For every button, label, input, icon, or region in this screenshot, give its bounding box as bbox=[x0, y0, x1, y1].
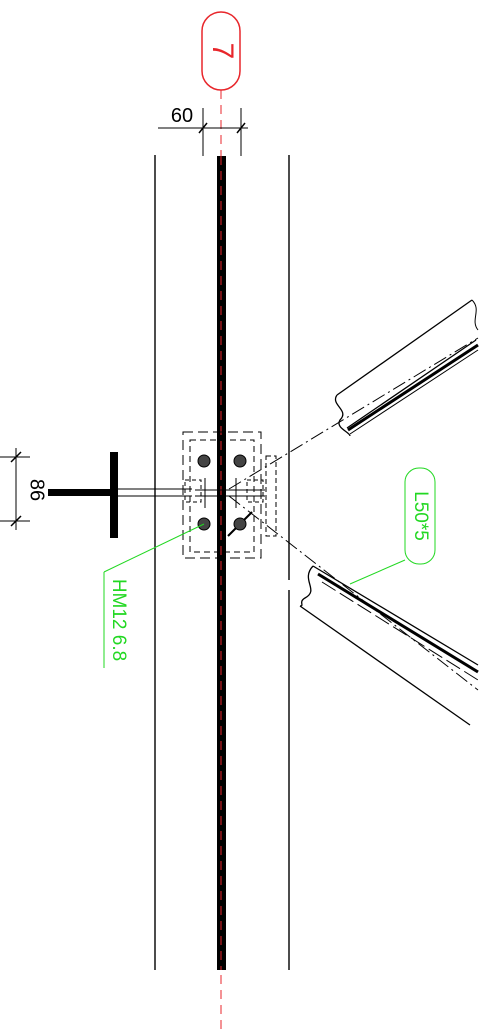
upper-brace-angle bbox=[334, 299, 479, 437]
brace-centerlines bbox=[228, 337, 479, 691]
dimension-left: 86 bbox=[0, 448, 48, 530]
dimension-top-value: 60 bbox=[171, 105, 193, 127]
bolt-annotation: HM12 6.8 bbox=[103, 523, 205, 668]
bolt-hole bbox=[197, 454, 211, 468]
grid-bubble: 7 bbox=[201, 11, 241, 91]
dimension-top: 60 bbox=[158, 105, 248, 156]
tee-section bbox=[48, 452, 192, 538]
bolt-annotation-label: HM12 6.8 bbox=[108, 579, 129, 661]
bolt-hole bbox=[233, 517, 247, 531]
angle-annotation-label: L50*5 bbox=[410, 491, 431, 541]
grid-bubble-label: 7 bbox=[206, 43, 239, 60]
lower-brace-angle bbox=[299, 565, 479, 726]
angle-annotation-outline bbox=[404, 467, 436, 565]
gusset-plate bbox=[182, 431, 277, 559]
bolt-hole bbox=[233, 454, 247, 468]
angle-annotation: L50*5 bbox=[349, 467, 436, 585]
dimension-left-value: 86 bbox=[26, 479, 48, 501]
